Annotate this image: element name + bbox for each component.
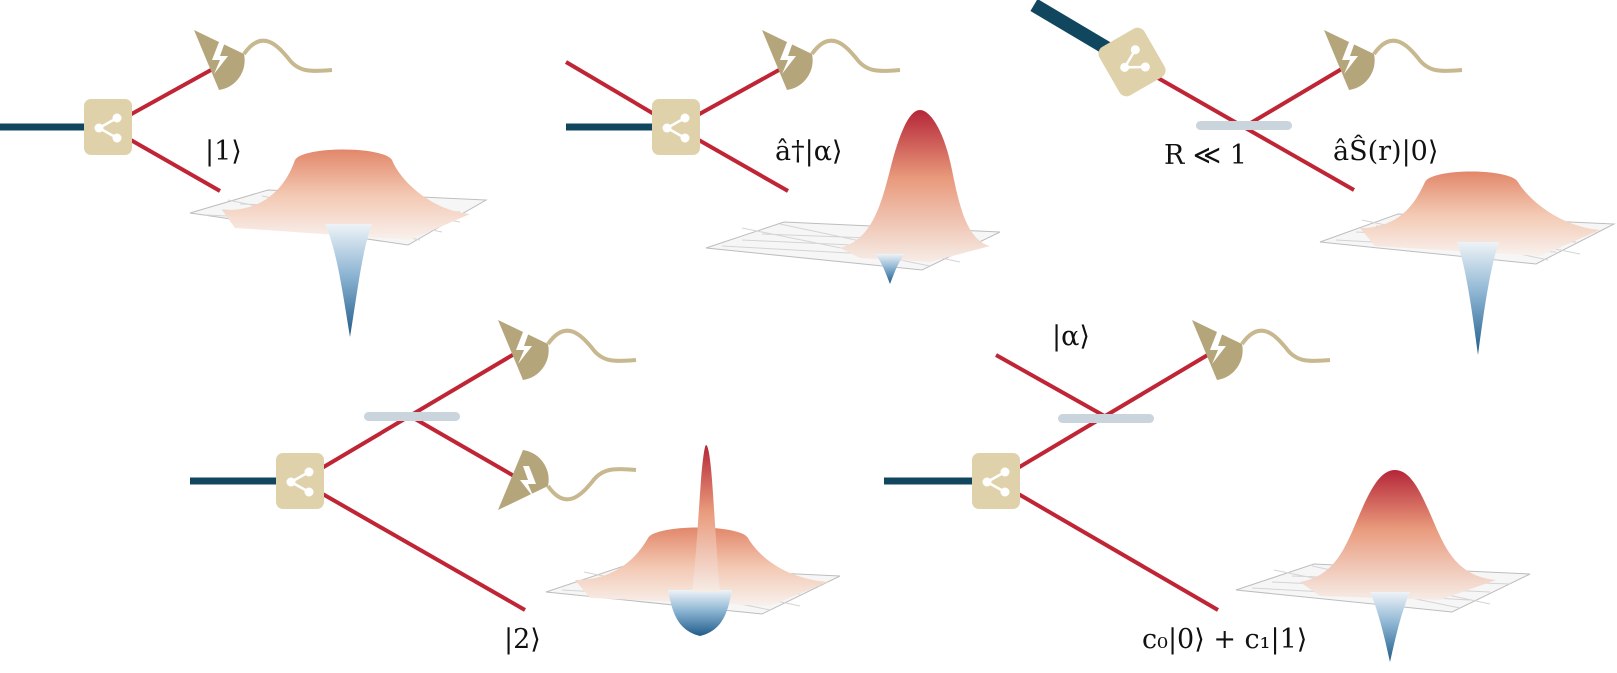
negative-well [668, 590, 732, 636]
positive-ring [222, 149, 470, 240]
photodetector-icon [1324, 30, 1463, 90]
panel-single-photon: |1⟩ [0, 30, 488, 337]
beam-splitter-icon [1058, 414, 1154, 423]
photodetector-icon [194, 30, 333, 90]
negative-dip [1370, 592, 1410, 662]
negative-dip [1457, 242, 1499, 355]
photodetector-icon [498, 320, 637, 380]
wigner-function-plot [545, 445, 841, 636]
panel-qubit-superposition: |α⟩ c₀|0⟩ + c₁|1⟩ [884, 320, 1531, 662]
nonlinear-crystal-icon [972, 453, 1020, 509]
tapped-path [1242, 65, 1347, 129]
positive-peak [1300, 470, 1496, 600]
reflectivity-label: R ≪ 1 [1164, 140, 1247, 171]
beam-splitter-icon [364, 412, 460, 421]
panel-two-photon: |2⟩ [190, 320, 841, 655]
photodetector-icon [498, 450, 637, 510]
nonlinear-crystal-icon [276, 453, 324, 509]
positive-peak [840, 110, 990, 262]
wigner-function-plot [1319, 171, 1616, 355]
state-label: âŜ(r)|0⟩ [1333, 133, 1438, 167]
state-label: c₀|0⟩ + c₁|1⟩ [1142, 624, 1307, 655]
beam-splitter-icon [1196, 121, 1292, 130]
nonlinear-crystal-icon [84, 99, 132, 155]
coherent-input [995, 353, 1109, 420]
input-state-label: |α⟩ [1052, 321, 1090, 352]
wigner-function-plot [705, 110, 1001, 284]
wigner-function-plot [1235, 470, 1531, 662]
signal-path [994, 479, 1220, 612]
nonlinear-crystal-icon [1098, 27, 1166, 97]
negative-dip [325, 224, 372, 337]
state-label: |2⟩ [504, 624, 541, 655]
wigner-function-plot [189, 149, 488, 337]
state-label: |1⟩ [205, 136, 242, 167]
panel-photon-subtracted-squeezed: R ≪ 1 âŜ(r)|0⟩ [1030, 0, 1616, 355]
split-path [409, 414, 522, 482]
signal-path [299, 479, 526, 612]
nonlinear-crystal-icon [652, 99, 700, 155]
panel-photon-added-coherent: â†|α⟩ [564, 30, 1001, 284]
negative-dip [875, 254, 905, 284]
positive-ring [1360, 171, 1600, 256]
photodetector-icon [762, 30, 901, 90]
photodetector-icon [1192, 320, 1331, 380]
state-label: â†|α⟩ [775, 136, 842, 167]
central-positive-spike [692, 445, 720, 592]
